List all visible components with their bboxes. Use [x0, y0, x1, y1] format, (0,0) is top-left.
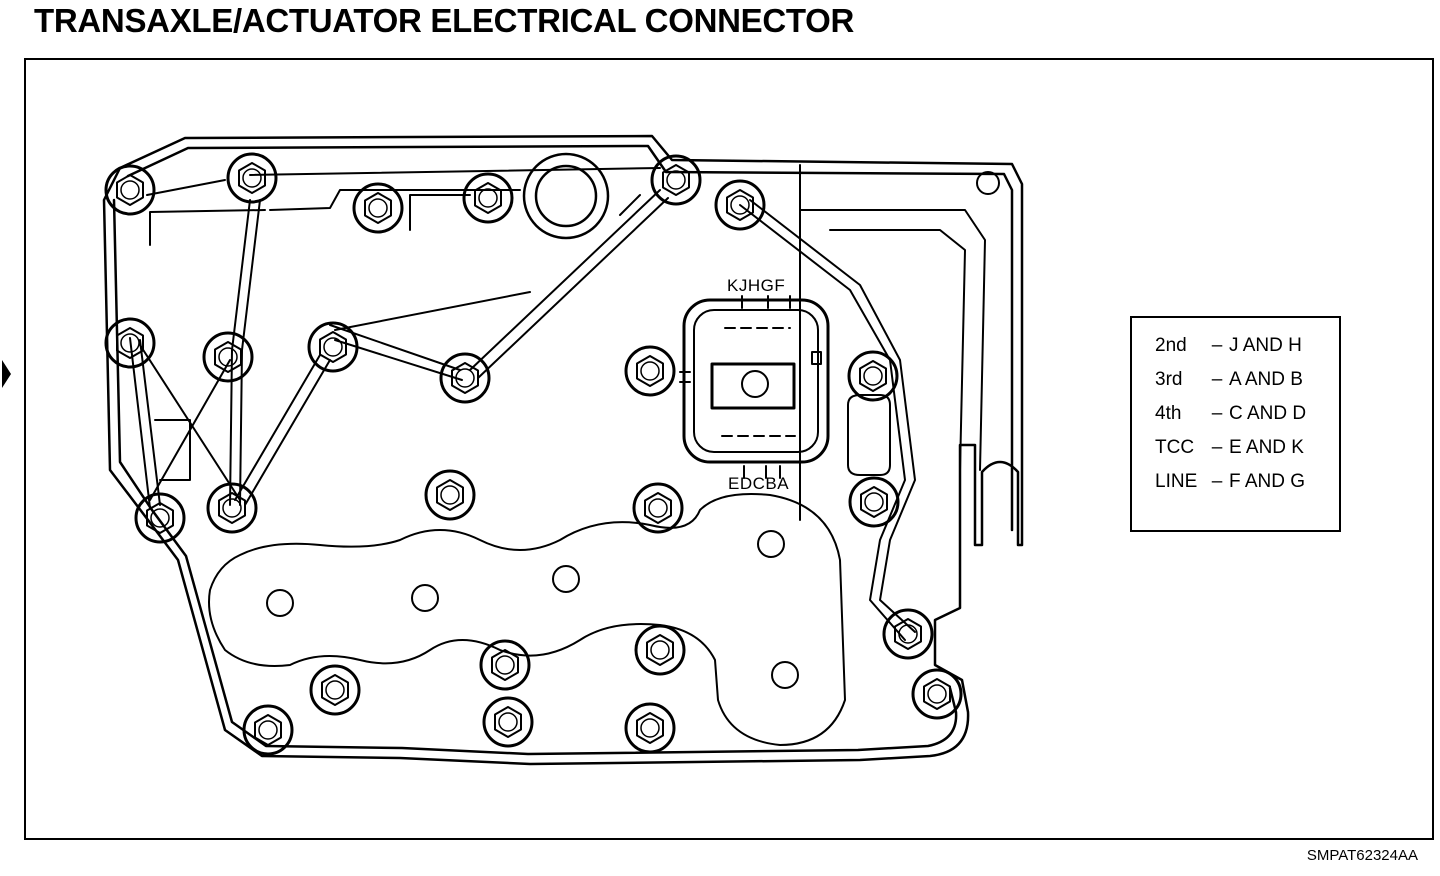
bolt-boss	[134, 492, 186, 544]
legend-circuit: TCC	[1155, 437, 1195, 458]
legend-circuit: LINE	[1155, 471, 1198, 492]
legend-pins: E AND K	[1229, 437, 1304, 458]
bolt-boss	[624, 345, 676, 397]
legend-pins: F AND G	[1229, 471, 1306, 492]
legend-dash: –	[1211, 335, 1223, 356]
page-title: TRANSAXLE/ACTUATOR ELECTRICAL CONNECTOR	[34, 2, 855, 39]
bolt-boss	[352, 182, 404, 234]
figure-code: SMPAT62324AA	[1306, 847, 1418, 864]
bolt-boss	[632, 482, 684, 534]
bolt-boss	[462, 172, 514, 224]
bolt-boss	[911, 668, 963, 720]
channel-lines	[129, 164, 986, 641]
bolt-boss	[104, 164, 156, 216]
bolt-boss	[650, 154, 702, 206]
diagram-frame	[24, 58, 1434, 840]
bolt-boss	[202, 331, 254, 383]
edge-marker-icon	[2, 360, 11, 388]
legend-row: TCC – E AND K	[1132, 434, 1339, 468]
accumulator-boss	[522, 152, 610, 240]
bolt-boss	[307, 321, 359, 373]
fluid-chamber	[208, 493, 846, 746]
bolt-boss	[847, 350, 899, 402]
bolt-boss	[226, 152, 278, 204]
legend-dash: –	[1211, 471, 1223, 492]
legend-dash: –	[1211, 369, 1223, 390]
legend-row: 3rd – A AND B	[1132, 366, 1339, 400]
bolt-boss	[242, 704, 294, 756]
legend-pins: J AND H	[1229, 335, 1302, 356]
legend-circuit: 2nd	[1155, 335, 1187, 356]
bolt-boss	[206, 482, 258, 534]
bolt-bosses	[104, 152, 963, 756]
legend-circuit: 3rd	[1155, 369, 1183, 390]
electrical-connector	[679, 295, 830, 479]
connector-bottom-pin-labels: EDCBA	[728, 474, 790, 493]
bolt-boss	[309, 664, 361, 716]
gasket-outline	[102, 134, 1024, 766]
legend-circuit: 4th	[1155, 403, 1182, 424]
bolt-boss	[424, 469, 476, 521]
bolt-boss	[714, 179, 766, 231]
bolt-boss	[624, 702, 676, 754]
connector-top-pin-labels: KJHGF	[727, 276, 786, 295]
legend-row: LINE – F AND G	[1132, 468, 1339, 502]
legend-pins: A AND B	[1229, 369, 1303, 390]
fluid-holes	[266, 171, 1000, 689]
bolt-boss	[439, 352, 491, 404]
legend-dash: –	[1211, 437, 1223, 458]
legend-row: 2nd – J AND H	[1132, 332, 1339, 366]
bolt-boss	[848, 476, 900, 528]
bolt-boss	[882, 608, 934, 660]
legend-dash: –	[1211, 403, 1223, 424]
legend-row: 4th – C AND D	[1132, 400, 1339, 434]
connector-pin-legend: 2nd – J AND H 3rd – A AND B 4th – C AND …	[1130, 316, 1341, 532]
bolt-boss	[479, 639, 531, 691]
legend-pins: C AND D	[1229, 403, 1307, 424]
bolt-boss	[482, 696, 534, 748]
bolt-boss	[634, 624, 686, 676]
bolt-boss	[104, 317, 156, 369]
